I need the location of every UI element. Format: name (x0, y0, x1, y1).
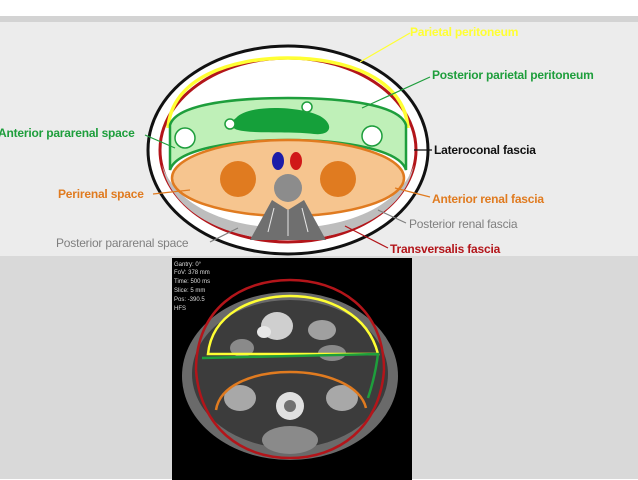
label-anterior-pararenal-space: Anterior pararenal space (0, 126, 135, 140)
right-kidney (320, 161, 356, 197)
descending-colon (361, 125, 383, 147)
ct-kidney (326, 385, 358, 411)
label-posterior-renal-fascia: Posterior renal fascia (409, 217, 518, 231)
ivc (272, 152, 284, 170)
leader-posterior-pararenal-space (209, 227, 239, 243)
vertebral-body (274, 174, 302, 202)
ct-transversalis-line (194, 369, 386, 460)
leader-transversalis-fascia (344, 225, 389, 249)
ct-bowel (230, 339, 254, 357)
ct-overlay-fov: FoV: 378 mm (174, 270, 210, 276)
ct-vertebral-canal (284, 400, 296, 412)
ct-overlay-time: Time: 500 ms (174, 279, 211, 285)
ct-green-line (201, 352, 380, 399)
leader-posterior-parietal-peritoneum (361, 76, 431, 109)
parietal-peritoneum-line (166, 56, 410, 129)
leader-anterior-renal-fascia (394, 187, 431, 198)
ct-contrast-bowel (257, 326, 271, 338)
ct-overlay-gantry: Gantry: 0° (174, 262, 202, 268)
ascending-colon (174, 127, 196, 149)
top-divider (0, 16, 638, 22)
ct-kidney (224, 385, 256, 411)
ct-orange-line (214, 370, 368, 411)
label-parietal-peritoneum: Parietal peritoneum (410, 25, 519, 39)
ct-abdominal-cavity (192, 300, 388, 448)
label-transversalis-fascia: Transversalis fascia (390, 242, 501, 256)
posterior-pararenal-region (162, 165, 414, 240)
ct-transversalis-line (194, 278, 386, 371)
ct-overlay-orientation: HFS (174, 306, 186, 312)
ct-scan-drawing (182, 278, 398, 460)
label-lateroconal-fascia: Lateroconal fascia (434, 143, 536, 157)
leader-perirenal-space (152, 189, 191, 195)
leader-posterior-renal-fascia (377, 209, 407, 224)
left-kidney (220, 161, 256, 197)
bowel-shape (231, 108, 330, 135)
ct-paraspinal-muscles (262, 426, 318, 454)
ct-overlay-slice: Slice: 5 mm (174, 288, 206, 294)
bowel-loop-small (301, 101, 313, 113)
ct-overlay-pos: Pos: -390.5 (174, 297, 205, 303)
leader-anterior-pararenal-space (144, 134, 176, 149)
leader-parietal-peritoneum (359, 32, 411, 63)
label-posterior-pararenal-space: Posterior pararenal space (56, 236, 189, 250)
ct-parietal-peritoneum-line (206, 294, 380, 356)
ct-scan-image: Gantry: 0° FoV: 378 mm Time: 500 ms Slic… (172, 258, 412, 480)
ct-bowel (308, 320, 336, 340)
muscle-septum (301, 207, 309, 233)
label-perirenal-space: Perirenal space (58, 187, 144, 201)
aorta (290, 152, 302, 170)
bowel-loop-small (224, 118, 236, 130)
label-posterior-parietal-peritoneum: Posterior parietal peritoneum (432, 68, 594, 82)
muscle-septum (267, 207, 275, 233)
label-anterior-renal-fascia: Anterior renal fascia (432, 192, 544, 206)
